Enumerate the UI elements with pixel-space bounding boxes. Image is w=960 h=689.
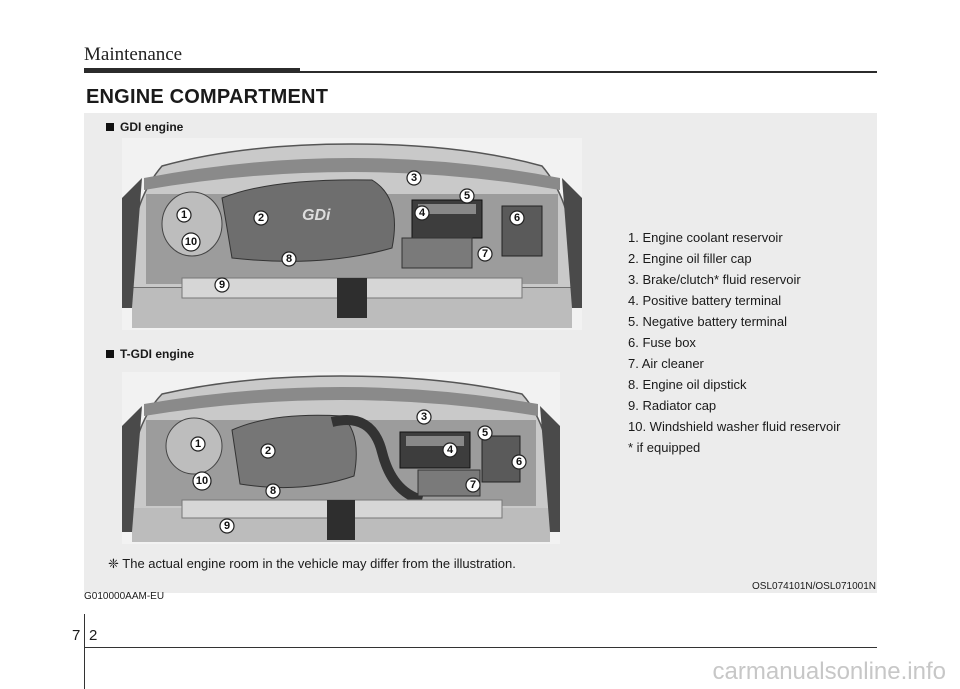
illustration-note: ❈ The actual engine room in the vehicle … xyxy=(108,556,516,571)
marker-5: 5 xyxy=(459,188,475,204)
marker-3: 3 xyxy=(416,409,432,425)
tgdi-markers: 1 2 3 4 5 6 7 8 9 10 xyxy=(190,409,527,534)
svg-text:1: 1 xyxy=(181,209,187,221)
svg-text:3: 3 xyxy=(421,411,427,423)
bullet-square-icon xyxy=(106,123,114,131)
svg-text:9: 9 xyxy=(219,279,225,291)
marker-4: 4 xyxy=(414,205,430,221)
engine-label-gdi: GDI engine xyxy=(106,120,183,134)
marker-8: 8 xyxy=(281,251,297,267)
gdi-markers: 1 2 3 4 5 6 7 8 9 10 xyxy=(176,170,525,293)
legend-list: 1. Engine coolant reservoir 2. Engine oi… xyxy=(628,227,840,458)
legend-item: 3. Brake/clutch* fluid reservoir xyxy=(628,272,801,287)
gdi-engine-illustration: GDi xyxy=(122,138,582,330)
legend-item: 6. Fuse box xyxy=(628,335,696,350)
legend-item: 10. Windshield washer fluid reservoir xyxy=(628,419,841,434)
marker-6: 6 xyxy=(511,454,527,470)
svg-text:6: 6 xyxy=(516,456,522,468)
footer-horizontal-rule xyxy=(84,647,877,648)
marker-7: 7 xyxy=(477,246,493,262)
legend-item: 2. Engine oil filler cap xyxy=(628,251,752,266)
marker-6: 6 xyxy=(509,210,525,226)
legend-item: 4. Positive battery terminal xyxy=(628,293,782,308)
svg-text:5: 5 xyxy=(464,190,470,202)
marker-8: 8 xyxy=(265,483,281,499)
footer-vertical-rule xyxy=(84,614,85,689)
marker-10: 10 xyxy=(192,471,212,491)
svg-text:7: 7 xyxy=(482,248,488,260)
marker-4: 4 xyxy=(442,442,458,458)
marker-2: 2 xyxy=(260,443,276,459)
document-code: G010000AAM-EU xyxy=(84,591,165,602)
tgdi-engine-illustration xyxy=(122,372,560,544)
svg-text:2: 2 xyxy=(265,445,271,457)
svg-text:GDi: GDi xyxy=(302,207,331,224)
svg-text:2: 2 xyxy=(258,212,264,224)
marker-10: 10 xyxy=(181,232,201,252)
svg-text:8: 8 xyxy=(270,485,276,497)
engine-label-tgdi: T-GDI engine xyxy=(106,347,194,361)
svg-text:6: 6 xyxy=(514,212,520,224)
legend-footnote: * if equipped xyxy=(628,440,701,455)
page-number: 2 xyxy=(89,627,98,644)
marker-9: 9 xyxy=(214,277,230,293)
legend-item: 8. Engine oil dipstick xyxy=(628,377,747,392)
marker-2: 2 xyxy=(253,210,269,226)
marker-3: 3 xyxy=(406,170,422,186)
svg-text:5: 5 xyxy=(482,427,488,439)
legend-item: 1. Engine coolant reservoir xyxy=(628,230,783,245)
svg-text:10: 10 xyxy=(196,475,208,487)
svg-text:8: 8 xyxy=(286,253,292,265)
svg-text:3: 3 xyxy=(411,172,417,184)
svg-text:4: 4 xyxy=(419,207,426,219)
marker-1: 1 xyxy=(176,207,192,223)
header-rule-thick xyxy=(84,68,300,73)
svg-text:7: 7 xyxy=(470,479,476,491)
svg-text:1: 1 xyxy=(195,438,201,450)
marker-1: 1 xyxy=(190,436,206,452)
section-title: Maintenance xyxy=(84,44,183,65)
bullet-square-icon xyxy=(106,350,114,358)
marker-7: 7 xyxy=(465,477,481,493)
header-rule-thin xyxy=(300,71,877,73)
legend-item: 9. Radiator cap xyxy=(628,398,717,413)
legend-item: 7. Air cleaner xyxy=(628,356,704,371)
marker-5: 5 xyxy=(477,425,493,441)
legend-item: 5. Negative battery terminal xyxy=(628,314,787,329)
svg-text:9: 9 xyxy=(224,520,230,532)
page-heading: ENGINE COMPARTMENT xyxy=(86,86,329,108)
watermark: carmanualsonline.info xyxy=(712,658,946,685)
marker-9: 9 xyxy=(219,518,235,534)
chapter-number: 7 xyxy=(72,627,81,644)
svg-text:4: 4 xyxy=(447,444,454,456)
svg-text:10: 10 xyxy=(185,236,197,248)
image-code: OSL074101N/OSL071001N xyxy=(752,581,876,592)
